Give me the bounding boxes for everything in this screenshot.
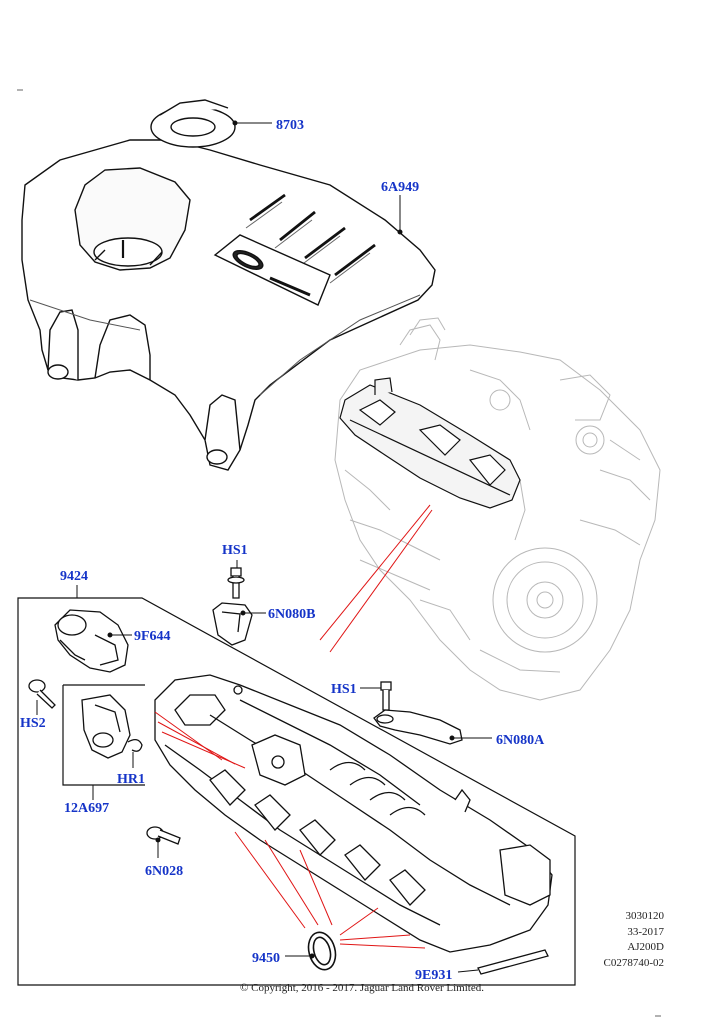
copyright-notice: © Copyright, 2016 - 2017. Jaguar Land Ro… (240, 982, 484, 994)
gasket-9450 (307, 931, 337, 971)
hs1-top-bolt (227, 567, 245, 599)
bracket-6n080a (373, 709, 463, 745)
actuator-subframe (62, 684, 145, 786)
seal-strip-9e931 (477, 949, 549, 975)
engine-manifold-highlight (339, 377, 521, 509)
label-6n080b: 6N080B (268, 607, 315, 622)
hs2-bolt (28, 679, 56, 709)
label-hs1-top: HS1 (222, 543, 248, 558)
label-9450: 9450 (252, 951, 280, 966)
actuator (81, 694, 131, 759)
reference-line-4: C0278740-02 (603, 956, 665, 969)
manifold-kit-frame (17, 597, 576, 986)
reference-line-3: AJ200D (627, 941, 664, 953)
corner-ticks (17, 89, 661, 1017)
label-6n080a: 6N080A (496, 733, 545, 748)
engine-cover (21, 139, 436, 471)
label-12a697: 12A697 (64, 801, 109, 816)
label-9424: 9424 (60, 569, 88, 584)
hr1-clip (127, 738, 143, 752)
diagram-reference-block: 3030120 33-2017 AJ200D C0278740-02 (560, 909, 665, 971)
callout-leaders (36, 120, 492, 973)
hs1-right-bolt (380, 681, 392, 711)
label-6n028: 6N028 (145, 864, 183, 879)
reference-line-2: 33-2017 (627, 925, 664, 938)
label-hs1-right: HS1 (331, 682, 357, 697)
stud-6n028 (146, 826, 181, 845)
bracket-6n080b (212, 602, 253, 646)
throttle-body (54, 609, 129, 673)
engine-block-outline (334, 317, 661, 701)
label-hr1: HR1 (117, 772, 145, 787)
label-9f644: 9F644 (134, 629, 171, 644)
label-8703: 8703 (276, 118, 304, 133)
label-hs2: HS2 (20, 716, 46, 731)
label-6a949: 6A949 (381, 180, 419, 195)
label-9e931: 9E931 (415, 968, 452, 983)
reference-line-1: 3030120 (625, 910, 665, 922)
intake-manifold (154, 674, 553, 953)
oil-filler-seal (150, 99, 236, 148)
red-leader-lines (154, 504, 433, 949)
